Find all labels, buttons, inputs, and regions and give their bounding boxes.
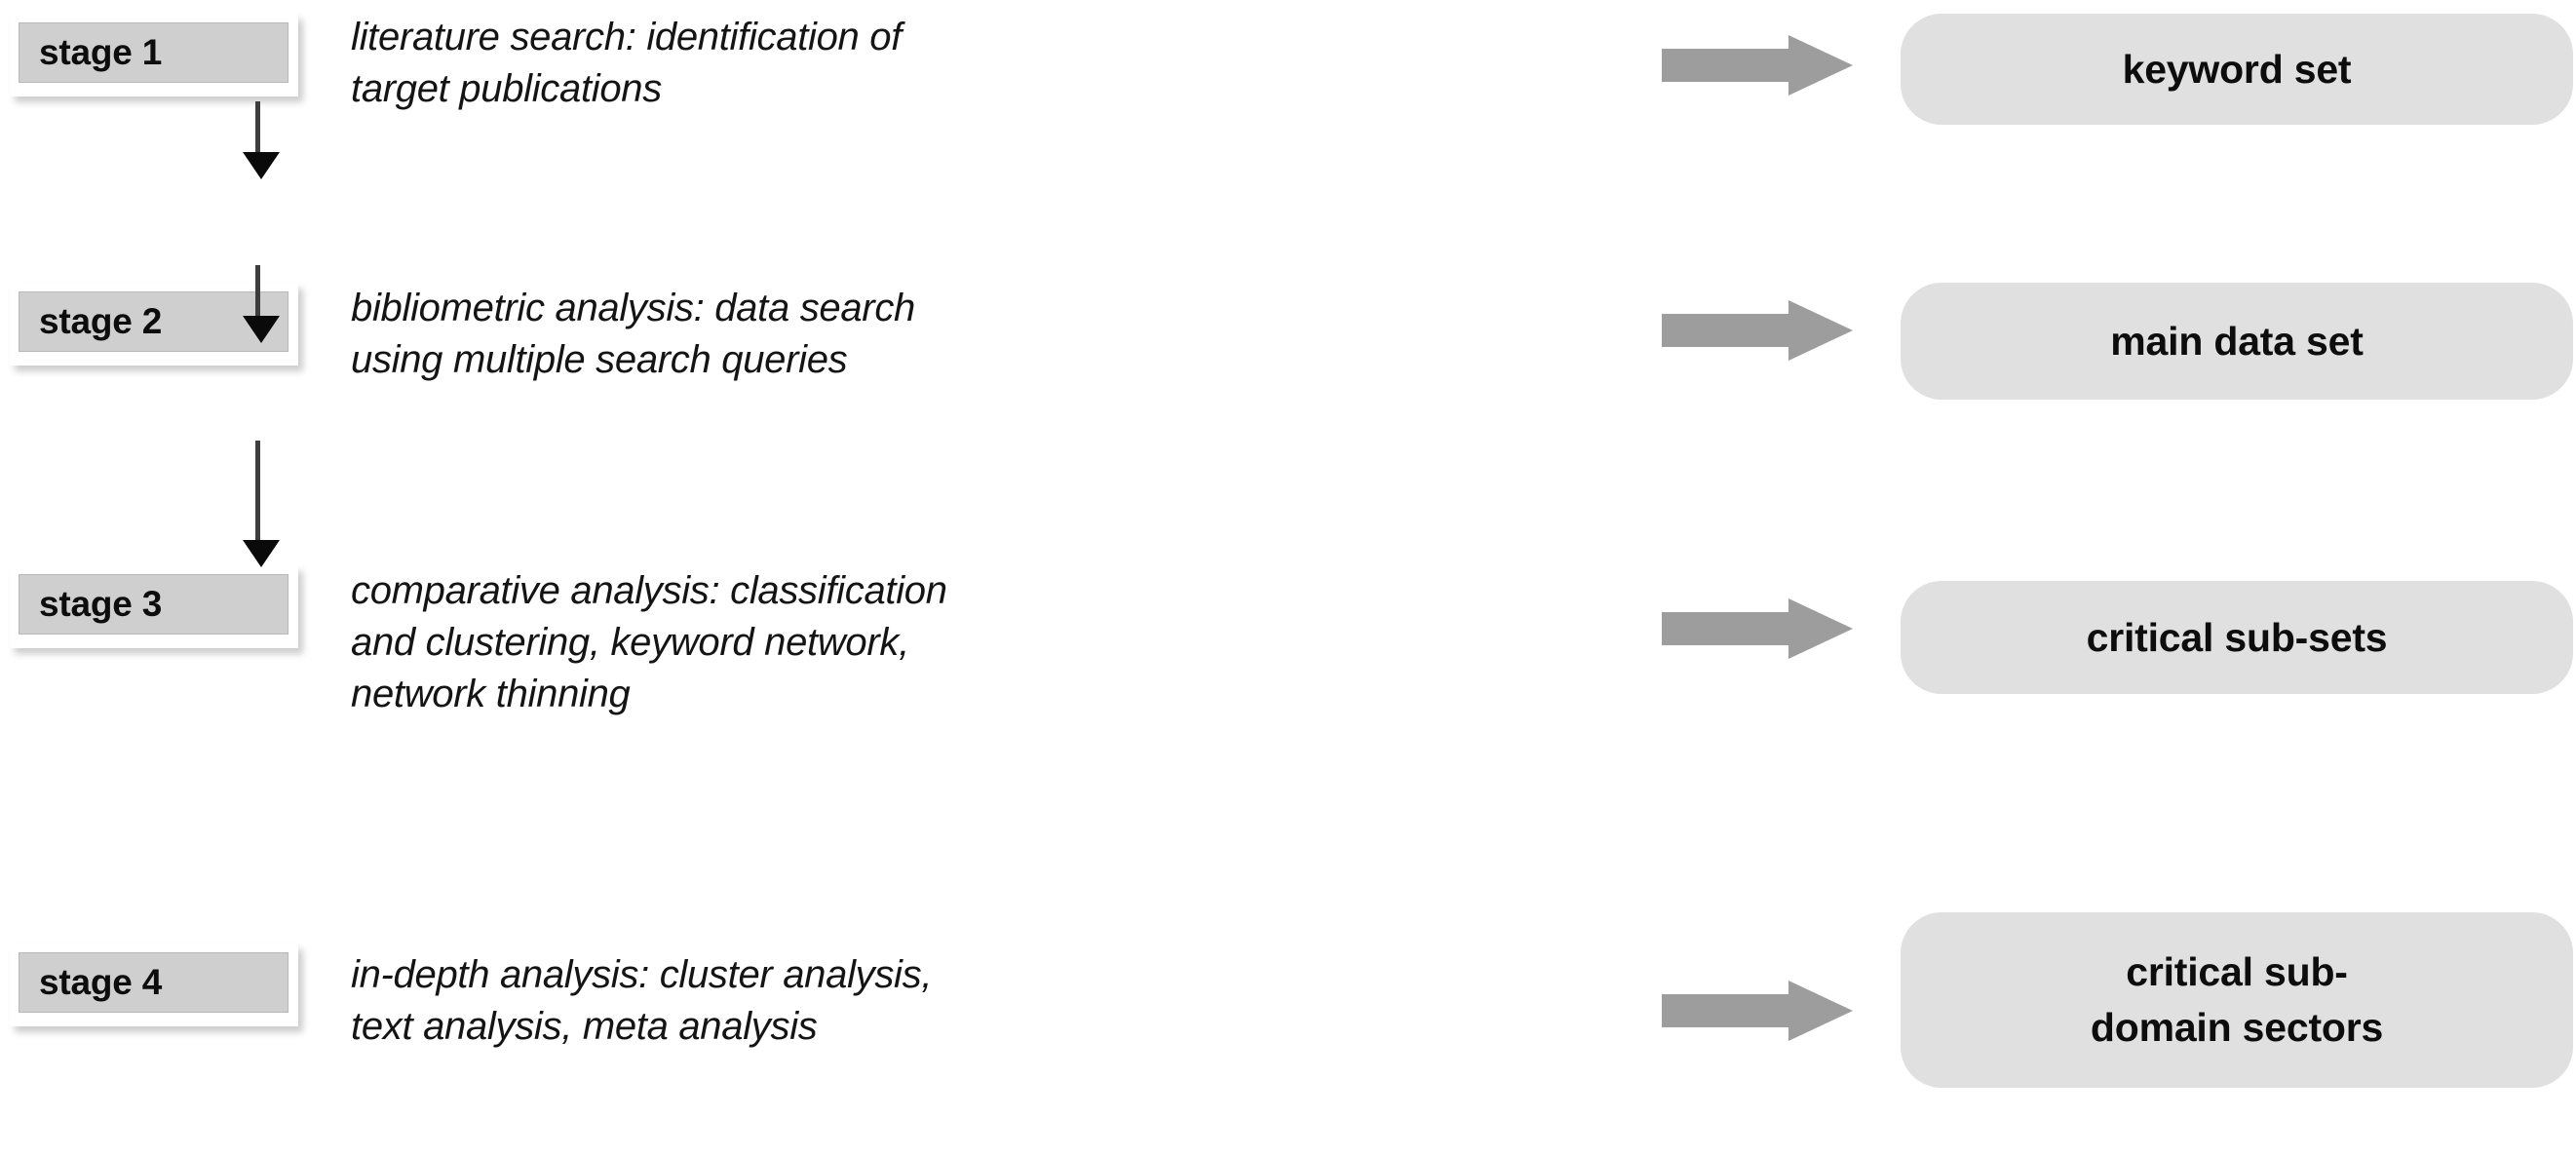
down-arrow-icon-1 bbox=[243, 101, 288, 183]
output-label-1: keyword set bbox=[2123, 42, 2352, 97]
stage-box-1[interactable]: stage 1 bbox=[10, 14, 298, 96]
stage-box-3[interactable]: stage 3 bbox=[10, 565, 298, 648]
stage-box-inner-3: stage 3 bbox=[19, 574, 288, 635]
connector-shaft-1 bbox=[255, 101, 260, 158]
output-label-4: critical sub- domain sectors bbox=[2091, 944, 2383, 1055]
stage-row-3: stage 3 comparative analysis: classifica… bbox=[0, 565, 2576, 887]
right-block-arrow-icon-4 bbox=[1662, 981, 1853, 1041]
stage-description-4-line-1: in-depth analysis: cluster analysis, bbox=[351, 953, 933, 996]
stage-description-1: literature search: identification of tar… bbox=[351, 12, 1618, 115]
stage-row-4: stage 4 in-depth analysis: cluster analy… bbox=[0, 887, 2576, 1156]
stage-box-4[interactable]: stage 4 bbox=[10, 944, 298, 1026]
output-box-1[interactable]: keyword set bbox=[1901, 14, 2573, 125]
output-box-2[interactable]: main data set bbox=[1901, 283, 2573, 400]
stage-label-4: stage 4 bbox=[39, 962, 163, 1002]
stage-description-2-line-2: using multiple search queries bbox=[351, 337, 848, 381]
stage-description-3-line-2: and clustering, keyword network, bbox=[351, 620, 909, 664]
down-arrow-icon-3 bbox=[243, 441, 288, 573]
output-box-3[interactable]: critical sub-sets bbox=[1901, 581, 2573, 694]
connector-arrowhead-3 bbox=[243, 540, 280, 567]
connector-shaft-2 bbox=[255, 265, 260, 322]
stage-description-3-line-3: network thinning bbox=[351, 672, 631, 715]
stage-description-1-line-2: target publications bbox=[351, 66, 662, 110]
stage-description-2-line-1: bibliometric analysis: data search bbox=[351, 287, 915, 329]
connector-arrowhead-1 bbox=[243, 152, 280, 179]
right-block-arrow-icon-1 bbox=[1662, 35, 1853, 96]
down-arrow-icon-2 bbox=[243, 265, 288, 347]
output-label-3-line-1: critical sub-sets bbox=[2086, 614, 2388, 660]
stage-label-3: stage 3 bbox=[39, 584, 163, 624]
stage-row-1: stage 1 literature search: identificatio… bbox=[0, 0, 2576, 283]
output-label-4-line-2: domain sectors bbox=[2090, 1005, 2384, 1050]
output-label-1-line-1: keyword set bbox=[2122, 46, 2352, 92]
connector-arrowhead-2 bbox=[243, 316, 280, 343]
stage-description-2: bibliometric analysis: data search using… bbox=[351, 283, 1618, 386]
stage-row-2: stage 2 bibliometric analysis: data sear… bbox=[0, 283, 2576, 565]
right-block-arrow-icon-2 bbox=[1662, 300, 1853, 361]
output-label-3: critical sub-sets bbox=[2087, 610, 2388, 666]
stage-label-2: stage 2 bbox=[39, 301, 163, 341]
stage-description-3: comparative analysis: classification and… bbox=[351, 565, 1618, 719]
right-block-arrow-icon-3 bbox=[1662, 598, 1853, 659]
stage-box-inner-1: stage 1 bbox=[19, 22, 288, 83]
output-label-2-line-1: main data set bbox=[2110, 318, 2364, 364]
stage-description-4-line-2: text analysis, meta analysis bbox=[351, 1004, 818, 1048]
stage-label-1: stage 1 bbox=[39, 32, 163, 72]
stage-description-1-line-1: literature search: identification of bbox=[351, 16, 903, 58]
connector-shaft-3 bbox=[255, 441, 260, 546]
stage-box-inner-4: stage 4 bbox=[19, 952, 288, 1013]
stage-description-3-line-1: comparative analysis: classification bbox=[351, 569, 947, 612]
output-label-4-line-1: critical sub- bbox=[2126, 949, 2348, 995]
output-label-2: main data set bbox=[2110, 314, 2364, 369]
output-box-4[interactable]: critical sub- domain sectors bbox=[1901, 912, 2573, 1088]
stage-description-4: in-depth analysis: cluster analysis, tex… bbox=[351, 949, 1618, 1053]
